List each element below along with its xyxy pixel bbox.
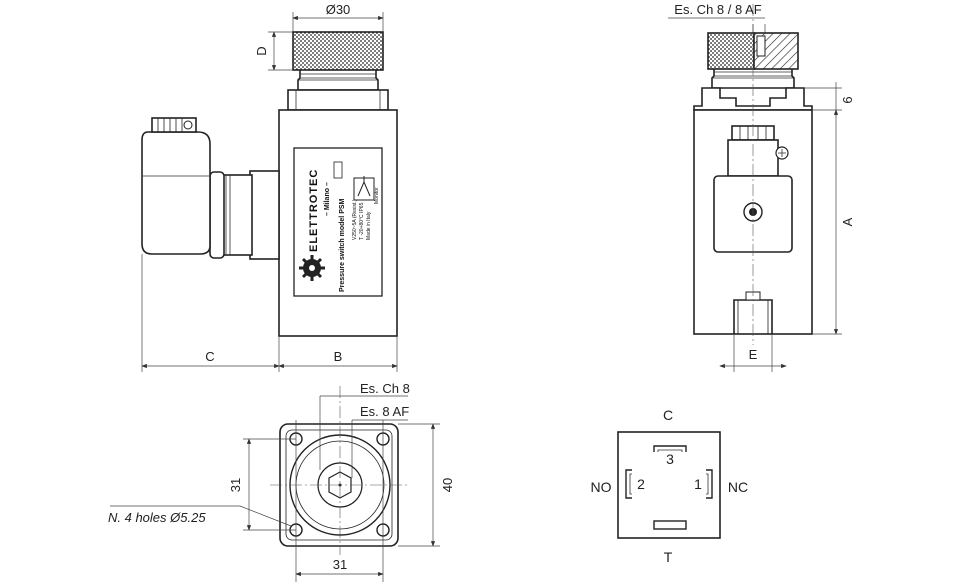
front-collar xyxy=(287,89,389,111)
bottom-view: Es. Ch 8 Es. 8 AF 31 40 31 N. 4 holes Ø5… xyxy=(108,381,455,582)
front-connector-plug xyxy=(141,131,211,255)
dim-d: D xyxy=(254,46,269,55)
plate-brand: ELETTROTEC xyxy=(308,169,320,252)
label-t: T xyxy=(664,549,673,565)
pin-3-contact xyxy=(653,445,687,452)
pin-2-contact xyxy=(625,469,632,499)
dim-a: A xyxy=(840,217,855,226)
ground-contact xyxy=(653,520,687,530)
dim-40: 40 xyxy=(440,478,455,492)
dim-key2-bottom: Es. 8 AF xyxy=(360,404,409,419)
front-plug-screw xyxy=(151,117,197,133)
connector-layout: 3 2 1 C NO NC T xyxy=(591,407,749,565)
plate-model: Pressure switch model PSM xyxy=(339,198,346,292)
plate-spec2: T -20+80°C IP65 xyxy=(359,202,365,240)
front-connector-stem xyxy=(249,170,280,260)
dim-31-bottom: 31 xyxy=(333,557,347,572)
front-knob xyxy=(292,31,384,71)
dim-key1-bottom: Es. Ch 8 xyxy=(360,381,410,396)
front-view: ELETTROTEC – Milano – Pressure switch mo… xyxy=(141,2,398,372)
plate-spec1: V250~5A (Resist.) xyxy=(352,199,358,240)
pin-2-label: 2 xyxy=(637,476,645,492)
dim-diameter: Ø30 xyxy=(326,2,351,17)
pin-1-contact xyxy=(706,469,713,499)
pin-1-label: 1 xyxy=(694,476,702,492)
side-collar xyxy=(693,87,813,111)
brand-logo xyxy=(299,255,325,281)
pin-3-label: 3 xyxy=(666,451,674,467)
dim-c: C xyxy=(205,349,214,364)
switch-symbol xyxy=(353,176,375,201)
plate-city: – Milano – xyxy=(324,182,331,216)
front-connector-ring xyxy=(221,174,253,256)
plate-symbol-text: Monitor xyxy=(374,187,380,204)
side-knob xyxy=(707,32,755,70)
dim-key-side: Es. Ch 8 / 8 AF xyxy=(674,2,761,17)
holes-note: N. 4 holes Ø5.25 xyxy=(108,510,206,525)
plate-spec3: Made in Italy xyxy=(366,211,372,240)
dim-e: E xyxy=(749,347,758,362)
dim-b: B xyxy=(334,349,343,364)
label-nc: NC xyxy=(728,479,748,495)
label-no: NO xyxy=(591,479,612,495)
front-connector-nut xyxy=(209,171,225,259)
dim-31-left: 31 xyxy=(228,478,243,492)
dim-6: 6 xyxy=(840,96,855,103)
side-view: Es. Ch 8 / 8 AF 6 A E xyxy=(668,2,855,372)
label-c: C xyxy=(663,407,673,423)
